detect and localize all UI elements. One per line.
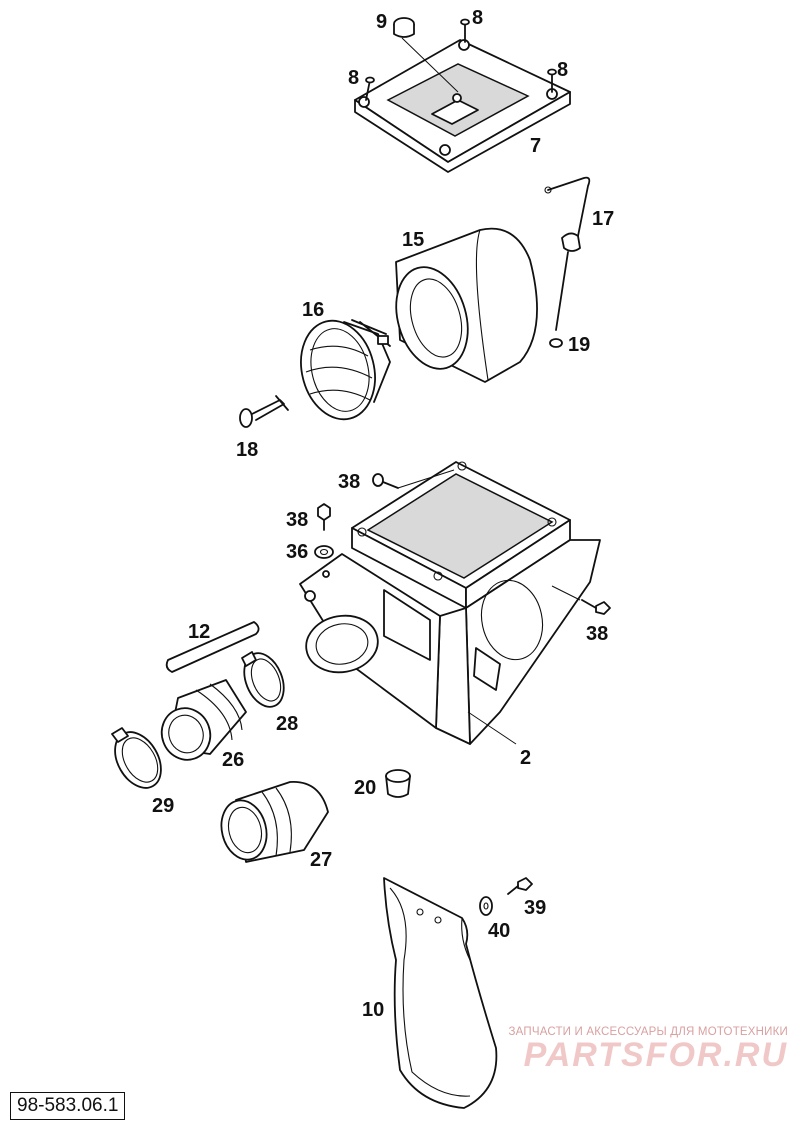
part-19-nut [549,338,563,348]
label-part-27: 27 [310,849,332,871]
part-26-sleeve [160,679,247,761]
label-part-17: 17 [592,208,614,230]
label-part-40: 40 [488,920,510,942]
label-part-7: 7 [530,135,541,157]
label-part-36: 36 [286,541,308,563]
label-part-20: 20 [354,777,376,799]
label-part-10: 10 [362,999,384,1021]
label-part-18: 18 [236,439,258,461]
part-29-clamp [111,727,162,789]
label-part-38-right: 38 [586,623,608,645]
label-part-29: 29 [152,795,174,817]
part-2-airbox [299,461,601,745]
label-part-19: 19 [568,334,590,356]
part-18-bolt [239,395,289,428]
part-9-plug [393,17,459,93]
part-40-washer [479,896,493,916]
part-7-cover [354,39,571,173]
label-part-8-left: 8 [348,67,359,89]
watermark: ЗАПЧАСТИ И АКСЕССУАРЫ ДЛЯ МОТОТЕХНИКИ PA… [488,1026,788,1075]
part-36-grommet [314,545,334,559]
label-part-8-right: 8 [557,59,568,81]
part-15-filter [395,227,538,383]
label-part-12: 12 [188,621,210,643]
part-28-clamp [241,651,285,708]
part-39-screw [507,877,533,895]
label-part-16: 16 [302,299,324,321]
label-part-9: 9 [376,11,387,33]
label-part-26: 26 [222,749,244,771]
label-part-2: 2 [520,747,531,769]
label-part-15: 15 [402,229,424,251]
label-part-38-top: 38 [338,471,360,493]
part-17-clip [544,176,591,331]
watermark-tagline: ЗАПЧАСТИ И АКСЕССУАРЫ ДЛЯ МОТОТЕХНИКИ [508,1026,788,1038]
diagram-code: 98-583.06.1 [10,1092,126,1120]
label-part-8-top: 8 [472,7,483,29]
watermark-logo: PARTSFOR.RU [523,1036,788,1074]
label-part-28: 28 [276,713,298,735]
label-part-38-left: 38 [286,509,308,531]
part-10-mudflap [383,877,498,1109]
part-8-screws [365,18,557,101]
label-part-39: 39 [524,897,546,919]
part-labels: 9 8 8 8 7 17 15 16 19 18 38 38 36 38 12 … [152,7,614,1021]
part-16-cage [300,319,391,421]
part-27-boot [220,781,329,863]
part-12-hose [165,621,260,673]
part-20-plug [385,769,411,798]
part-38-screws [317,469,611,615]
